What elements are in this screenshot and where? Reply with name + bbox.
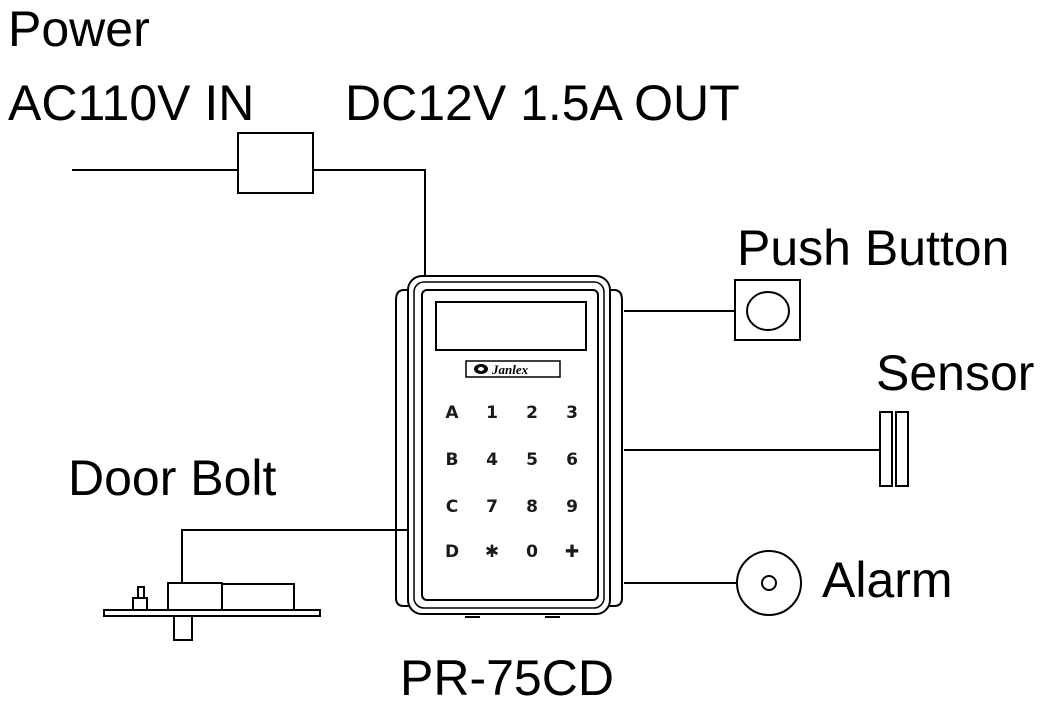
key-d: D bbox=[445, 542, 459, 562]
door-bolt-component bbox=[103, 529, 408, 641]
brand-badge: Janlex bbox=[465, 360, 561, 378]
pr-75cd-device: Janlex A 1 2 3 B 4 5 6 C 7 8 9 D ✱ 0 ✚ bbox=[395, 275, 623, 618]
door-bolt-label: Door Bolt bbox=[68, 450, 277, 506]
display-window bbox=[435, 301, 587, 351]
key-a: A bbox=[445, 403, 459, 423]
alarm-siren-center bbox=[761, 575, 777, 591]
key-1: 1 bbox=[486, 403, 498, 423]
door-bolt-housing bbox=[167, 582, 223, 611]
push-button-box bbox=[734, 279, 801, 341]
device-housing-inner-edge bbox=[413, 281, 605, 609]
sensor-label: Sensor bbox=[876, 345, 1034, 401]
key-8: 8 bbox=[526, 497, 538, 517]
door-bolt-wire bbox=[181, 529, 408, 583]
sensor-component bbox=[624, 411, 909, 487]
power-adapter-box bbox=[237, 132, 314, 194]
brand-name: Janlex bbox=[491, 362, 529, 377]
brand-badge-frame bbox=[465, 360, 561, 378]
key-2: 2 bbox=[526, 403, 538, 423]
door-bolt-pin-base bbox=[132, 597, 148, 611]
model-label: PR-75CD bbox=[400, 650, 614, 702]
power-wiring bbox=[72, 132, 426, 280]
key-c: C bbox=[446, 497, 458, 517]
key-6: 6 bbox=[566, 450, 578, 470]
door-bolt-latch bbox=[173, 615, 193, 641]
key-3: 3 bbox=[566, 403, 578, 423]
key-7: 7 bbox=[486, 497, 498, 517]
door-bolt-pin bbox=[137, 586, 145, 599]
dc-out-label: DC12V 1.5A OUT bbox=[345, 75, 740, 131]
push-button-label: Push Button bbox=[737, 220, 1009, 276]
key-b: B bbox=[446, 450, 459, 470]
key-9: 9 bbox=[566, 497, 578, 517]
key-0: 0 bbox=[526, 542, 538, 562]
keypad: A 1 2 3 B 4 5 6 C 7 8 9 D ✱ 0 ✚ bbox=[445, 403, 579, 562]
key-star: ✱ bbox=[485, 542, 499, 562]
brand-logo-icon-center bbox=[478, 367, 484, 371]
key-4: 4 bbox=[486, 450, 498, 470]
ac-in-label: AC110V IN bbox=[8, 75, 254, 131]
sensor-magnet-right bbox=[895, 411, 909, 487]
alarm-label: Alarm bbox=[822, 552, 953, 608]
alarm-component bbox=[624, 550, 802, 616]
push-button-icon bbox=[746, 291, 790, 331]
door-bolt-body bbox=[221, 583, 295, 611]
key-hash: ✚ bbox=[565, 542, 579, 562]
dc-output-wire bbox=[313, 169, 426, 280]
key-5: 5 bbox=[526, 450, 538, 470]
power-label: Power bbox=[8, 1, 150, 57]
push-button-component bbox=[624, 279, 801, 341]
sensor-magnet-left bbox=[879, 411, 893, 487]
alarm-siren-icon bbox=[736, 550, 802, 616]
